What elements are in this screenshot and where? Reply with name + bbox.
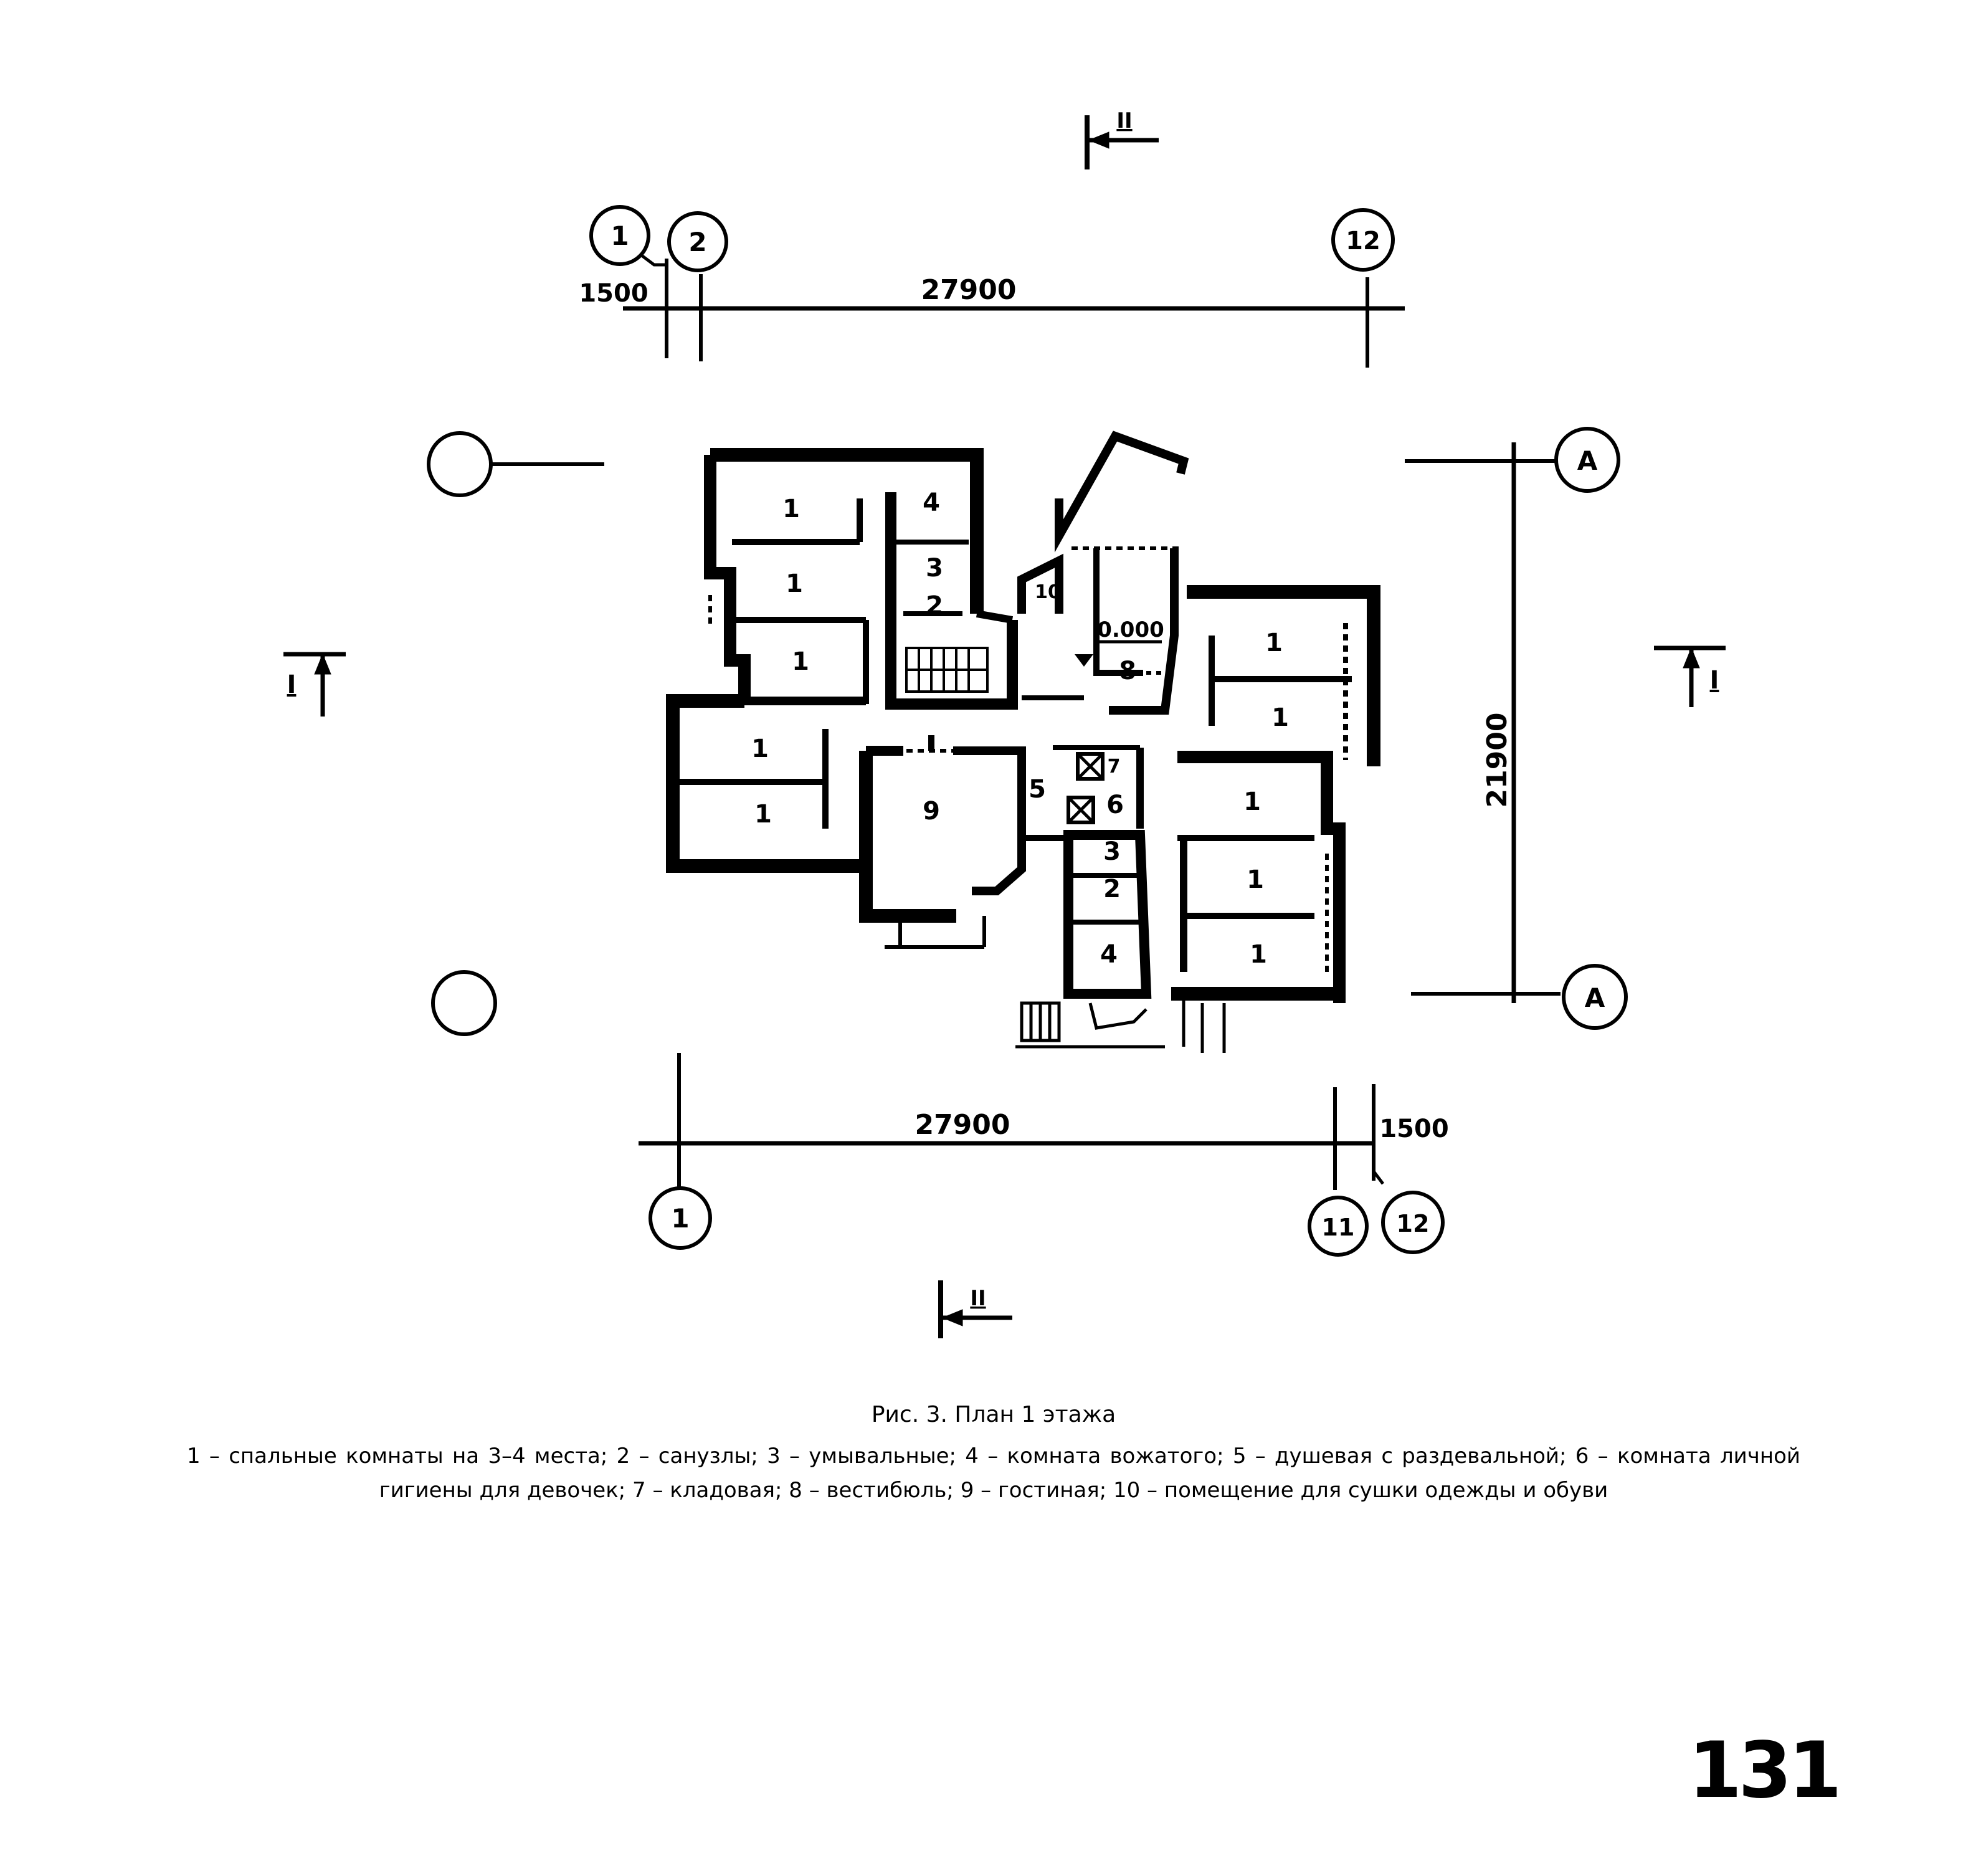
axis-label-top-1: 1 [611, 221, 629, 251]
bottom-dimension-offset: 1500 [1379, 1115, 1448, 1143]
axis-label-bottom-12: 12 [1397, 1210, 1430, 1237]
axis-label-top-12: 12 [1346, 227, 1380, 255]
room-number-bedroom: 1 [1271, 703, 1289, 732]
room-number-storage: 7 [1108, 756, 1121, 778]
section-label-left: I [287, 670, 297, 699]
bottom-dimension-group [639, 1053, 1445, 1257]
section-marker-top [1085, 115, 1159, 169]
level-mark-group: 0.000 [1075, 617, 1164, 667]
room-number-bedroom: 1 [1250, 940, 1267, 969]
room-number-washroom: 3 [1103, 837, 1121, 866]
room-number-wc: 2 [1103, 875, 1121, 903]
room-number-living: 9 [923, 797, 940, 826]
top-dimension-overall: 27900 [921, 274, 1016, 306]
floor-plan-drawing: 27900 1500 1 2 12 27900 1500 1 11 12 219… [283, 108, 1726, 1338]
top-dimension-group [589, 205, 1405, 368]
room-number-bedroom: 1 [1243, 788, 1261, 816]
section-marker-right [1654, 645, 1726, 707]
section-marker-bottom [938, 1280, 1012, 1338]
section-marker-left [283, 652, 346, 717]
room-number-bedroom: 1 [1265, 629, 1283, 657]
room-number-counselor: 4 [923, 488, 940, 517]
room-number-bedroom: 1 [751, 735, 769, 763]
room-number-hygiene: 6 [1106, 791, 1124, 819]
axis-label-right-a-top: А [1577, 445, 1598, 476]
section-label-top: II [1116, 108, 1132, 133]
figure-title: Рис. 3. План 1 этажа [871, 1402, 1116, 1427]
level-triangle-icon [1075, 654, 1093, 667]
room-numbers: 1 1 1 1 1 1 1 1 1 1 2 2 3 3 4 4 5 6 7 8 … [751, 488, 1289, 969]
axis-label-bottom-11: 11 [1322, 1214, 1355, 1241]
bottom-dimension-overall: 27900 [915, 1109, 1010, 1141]
top-dimension-offset: 1500 [579, 279, 648, 308]
axis-label-right-a-bottom: А [1585, 983, 1605, 1013]
room-number-washroom: 3 [926, 554, 943, 583]
room-number-bedroom: 1 [792, 647, 809, 676]
right-dimension-overall: 21900 [1481, 712, 1513, 807]
room-number-vestibule: 8 [1119, 657, 1136, 685]
room-number-drying: 10 [1035, 581, 1061, 603]
room-number-bedroom: 1 [782, 495, 800, 523]
room-number-wc: 2 [926, 591, 943, 620]
section-label-right: I [1710, 666, 1719, 695]
room-number-bedroom: 1 [786, 569, 803, 598]
room-number-shower: 5 [1029, 775, 1046, 804]
axis-label-top-2: 2 [688, 227, 706, 257]
building-walls [666, 431, 1380, 1053]
room-number-bedroom: 1 [754, 800, 772, 829]
room-number-counselor: 4 [1100, 940, 1118, 969]
level-mark: 0.000 [1097, 617, 1164, 642]
figure-legend: 1 – спальные комнаты на 3–4 места; 2 – с… [187, 1444, 1800, 1503]
axis-label-bottom-1: 1 [671, 1203, 689, 1234]
page-number: 131 [1688, 1726, 1842, 1816]
right-dimension-group [1405, 427, 1628, 1030]
left-axes-group [427, 431, 604, 1036]
room-number-bedroom: 1 [1247, 865, 1264, 894]
section-label-bottom: II [970, 1286, 986, 1311]
